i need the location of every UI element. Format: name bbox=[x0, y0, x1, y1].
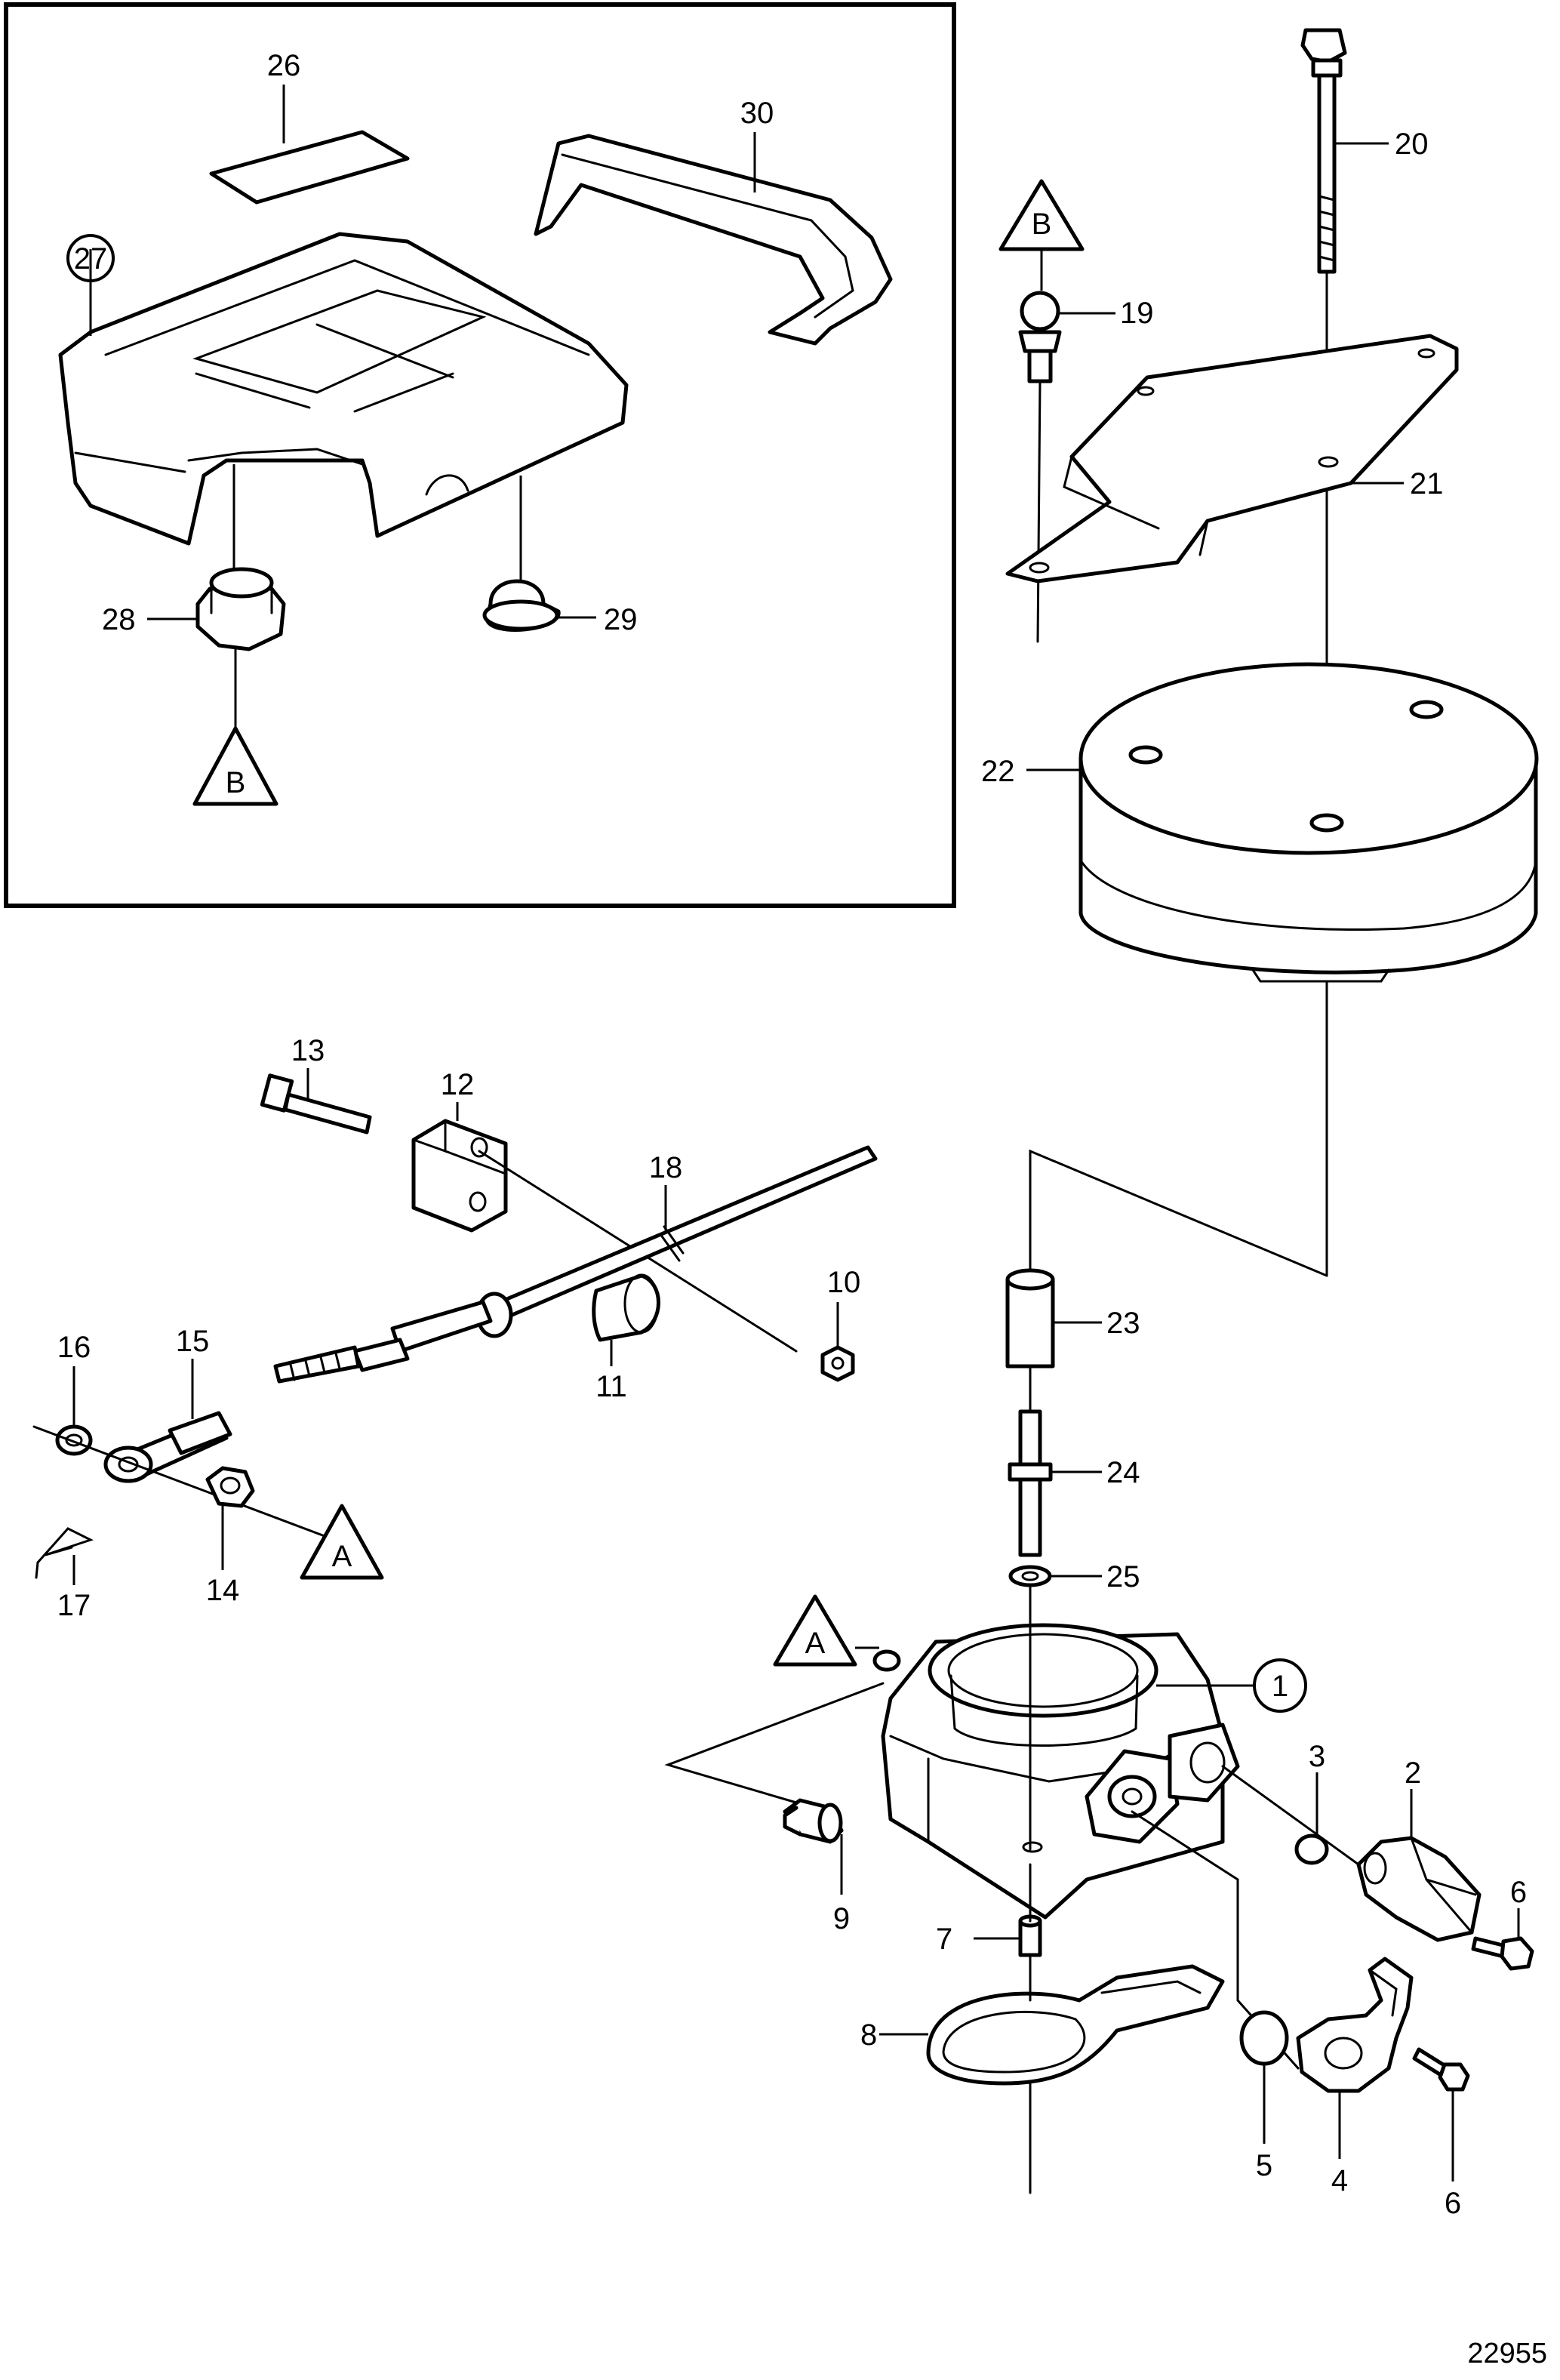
inset-frame bbox=[4, 2, 956, 908]
callout-20: 20 bbox=[1395, 128, 1429, 161]
part-6-screw-upper bbox=[1471, 1936, 1534, 1971]
callout-30: 30 bbox=[740, 97, 774, 130]
part-15-rod-end bbox=[103, 1411, 232, 1483]
callout-12: 12 bbox=[441, 1068, 475, 1101]
part-21-bracket-plate bbox=[1005, 334, 1459, 583]
callout-11: 11 bbox=[595, 1370, 627, 1403]
part-28-grommet bbox=[195, 567, 286, 651]
callout-27: 27 bbox=[74, 242, 108, 276]
part-1-throttle-body bbox=[872, 1623, 1240, 1920]
diagram-number: 22955 bbox=[1467, 2338, 1547, 2369]
callout-26: 26 bbox=[267, 49, 301, 82]
part-6-screw-lower bbox=[1412, 2047, 1470, 2092]
part-19-ball-stud bbox=[1018, 291, 1062, 383]
callout-24: 24 bbox=[1106, 1456, 1140, 1489]
callout-1-circle bbox=[1253, 1658, 1307, 1713]
part-8-gasket bbox=[926, 1964, 1225, 2086]
marker-a-left bbox=[300, 1504, 384, 1580]
part-13-bolt bbox=[260, 1073, 372, 1135]
marker-b-inset bbox=[192, 726, 278, 806]
marker-b-inset-letter: B bbox=[226, 766, 246, 799]
part-24-stud bbox=[1008, 1409, 1053, 1557]
part-5-o-ring bbox=[1239, 2010, 1289, 2066]
callout-4: 4 bbox=[1331, 2164, 1348, 2197]
part-26-label-sticker bbox=[209, 130, 410, 205]
callout-7: 7 bbox=[936, 1923, 952, 1956]
callout-6-upper: 6 bbox=[1510, 1876, 1527, 1909]
callout-15: 15 bbox=[176, 1325, 210, 1358]
callout-28: 28 bbox=[102, 603, 136, 636]
part-23-spacer bbox=[1005, 1268, 1055, 1369]
callout-23: 23 bbox=[1106, 1307, 1140, 1340]
part-10-nut bbox=[820, 1345, 855, 1382]
callout-21: 21 bbox=[1410, 467, 1444, 500]
callout-8: 8 bbox=[860, 2018, 877, 2052]
part-27-engine-cover bbox=[58, 232, 629, 546]
part-22-air-cleaner bbox=[1078, 662, 1539, 983]
part-20-long-bolt bbox=[1300, 28, 1347, 274]
callout-1: 1 bbox=[1272, 1670, 1288, 1703]
callout-19: 19 bbox=[1120, 297, 1154, 330]
part-3-o-ring bbox=[1294, 1833, 1329, 1865]
callout-6-lower: 6 bbox=[1445, 2187, 1461, 2220]
part-29-rubber-foot bbox=[482, 579, 561, 632]
part-12-clamp-block bbox=[411, 1119, 508, 1233]
callout-25: 25 bbox=[1106, 1560, 1140, 1593]
part-7-dowel-pin bbox=[1018, 1914, 1042, 1957]
part-17-spring-clip bbox=[35, 1527, 94, 1579]
part-4-throttle-position-sensor bbox=[1296, 1957, 1414, 2093]
marker-a-right bbox=[773, 1594, 857, 1667]
marker-a-left-letter: A bbox=[332, 1540, 352, 1573]
callout-13: 13 bbox=[291, 1034, 325, 1067]
callout-17: 17 bbox=[57, 1589, 91, 1622]
part-30-cover-handle bbox=[534, 134, 893, 346]
callout-3: 3 bbox=[1309, 1740, 1325, 1773]
callout-14: 14 bbox=[206, 1574, 240, 1607]
part-25-washer bbox=[1008, 1565, 1052, 1587]
callout-5: 5 bbox=[1256, 2149, 1272, 2182]
callout-16: 16 bbox=[57, 1331, 91, 1364]
part-2-idle-air-actuator bbox=[1356, 1836, 1482, 1942]
marker-b-upper-letter: B bbox=[1032, 208, 1052, 241]
callout-10: 10 bbox=[827, 1266, 861, 1299]
part-18-throttle-cable bbox=[273, 1145, 878, 1384]
callout-2: 2 bbox=[1405, 1757, 1421, 1790]
callout-9: 9 bbox=[833, 1902, 850, 1935]
part-16-washer bbox=[55, 1424, 93, 1456]
part-9-plug bbox=[783, 1798, 844, 1844]
callout-27-circle bbox=[66, 234, 115, 282]
marker-a-right-letter: A bbox=[805, 1627, 826, 1660]
part-14-bushing bbox=[205, 1466, 255, 1508]
part-11-clip bbox=[592, 1273, 660, 1342]
callout-29: 29 bbox=[604, 603, 638, 636]
callout-22: 22 bbox=[981, 755, 1015, 788]
callout-18: 18 bbox=[649, 1151, 683, 1184]
